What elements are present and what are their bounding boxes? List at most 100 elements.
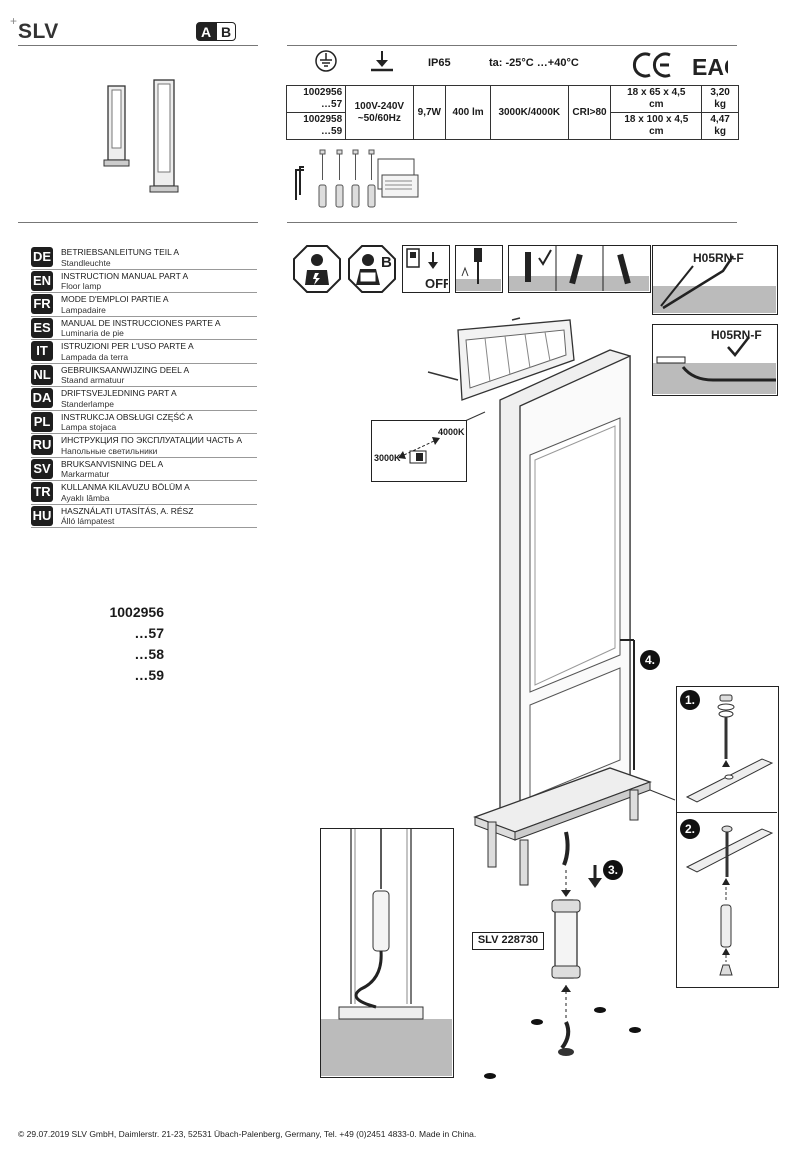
product-thumbnail: [103, 79, 179, 193]
connector-label: SLV 228730: [472, 932, 544, 950]
part-badge-a: A: [196, 22, 216, 41]
spec-divider-top: [287, 45, 737, 46]
footer-copyright: © 29.07.2019 SLV GmbH, Daimlerstr. 21-23…: [18, 1129, 477, 1139]
header-divider: [18, 45, 258, 46]
base-plate: [473, 767, 652, 886]
model-numbers: 1002956 …57 …58 …59: [88, 602, 164, 686]
cct-switch-callout: 3000K 4000K: [371, 420, 467, 482]
language-subtitle: Markarmatur: [61, 469, 110, 479]
top-screw-icon: [511, 317, 521, 321]
electrician-warning-icon: [293, 245, 341, 293]
spec-cri: CRI>80: [567, 85, 612, 140]
spec-lumen: 400 lm: [445, 85, 492, 140]
spec-row-1: 1002956…57 100V-240V~50/60Hz 9,7W 400 lm…: [285, 85, 739, 140]
model-number: …59: [134, 667, 164, 683]
language-title: HASZNÁLATI UTASÍTÁS, A. RÉSZ: [61, 505, 194, 516]
assembly-drawing: [427, 317, 676, 1079]
spark-icon: +: [10, 14, 18, 28]
manual-icon: [377, 158, 419, 198]
screw-set-icon: [318, 149, 376, 208]
power-off-icon: OFF: [402, 245, 451, 293]
spec-power: 9,7W: [412, 85, 447, 140]
temperature-range: ta: -25°C …+40°C: [489, 57, 579, 69]
language-title: GEBRUIKSAANWIJZING DEEL A: [61, 364, 190, 375]
ce-mark-icon: [632, 52, 671, 78]
language-code-badge: NL: [31, 364, 53, 385]
language-title: ISTRUZIONI PER L'USO PARTE A: [61, 341, 194, 351]
language-subtitle: Напольные светильники: [61, 445, 158, 456]
language-title: ИНСТРУКЦИЯ ПО ЭКСПЛУАТАЦИИ ЧАСТЬ A: [61, 435, 242, 445]
step-1-badge: 1.: [680, 690, 700, 710]
cable-connector-icon: [551, 899, 581, 979]
lamp-body: [499, 349, 631, 832]
language-code-badge: SV: [31, 458, 53, 479]
language-subtitle: Standerlampe: [61, 398, 114, 409]
model-number: …57: [134, 625, 164, 641]
part-badge-b: B: [216, 22, 236, 41]
read-manual-icon: B: [348, 245, 396, 293]
language-code-badge: EN: [31, 270, 53, 291]
bolt-washer-icon: [717, 694, 735, 759]
svg-text:EAC: EAC: [692, 54, 728, 80]
step-3-badge: 3.: [603, 860, 623, 880]
cct-cool-label: 4000K: [438, 427, 465, 437]
cable-cross-section-panel: [320, 828, 454, 1078]
nut-icon: [719, 964, 733, 976]
allen-key-icon: [295, 169, 304, 200]
cct-switch-icon: [416, 453, 423, 461]
spec-code-2: 1002958…59: [285, 112, 347, 140]
language-code-badge: TR: [31, 482, 53, 502]
model-number: …58: [134, 646, 164, 662]
language-subtitle: Lampadaire: [61, 304, 106, 315]
cable-wrong-panel: H05RN-F: [652, 245, 778, 315]
anchor-detail-panel: 1. 2.: [676, 686, 779, 988]
language-title: MANUAL DE INSTRUCCIONES PARTE A: [61, 317, 221, 328]
language-title: INSTRUKCJA OBSŁUGI CZĘŚĆ A: [61, 411, 193, 422]
spec-voltage: 100V-240V~50/60Hz: [345, 85, 414, 140]
language-subtitle: Floor lamp: [61, 281, 102, 291]
language-title: INSTRUCTION MANUAL PART A: [61, 270, 189, 281]
language-code-badge: IT: [31, 341, 53, 361]
spec-cct: 3000K/4000K: [490, 85, 569, 140]
language-title: MODE D'EMPLOI PARTIE A: [61, 294, 169, 304]
language-title: DRIFTSVEJLEDNING PART A: [61, 388, 177, 398]
spec-code-1: 1002956…57: [285, 85, 347, 113]
step-4-badge: 4.: [640, 650, 660, 670]
language-title: KULLANMA KILAVUZU BÖLÜM A: [61, 482, 190, 492]
language-subtitle: Álló lámpatest: [61, 516, 115, 526]
language-subtitle: Lampada da terra: [61, 351, 129, 362]
language-subtitle: Lampa stojaca: [61, 422, 117, 432]
language-code-badge: FR: [31, 294, 53, 314]
read-manual-b-label: B: [381, 254, 392, 271]
language-code-badge: HU: [31, 505, 53, 526]
language-code-badge: DE: [31, 247, 53, 267]
language-subtitle: Ayaklı lâmba: [61, 492, 110, 503]
mounting-surface-icon: [371, 51, 393, 72]
lang-divider-top: [18, 222, 258, 223]
